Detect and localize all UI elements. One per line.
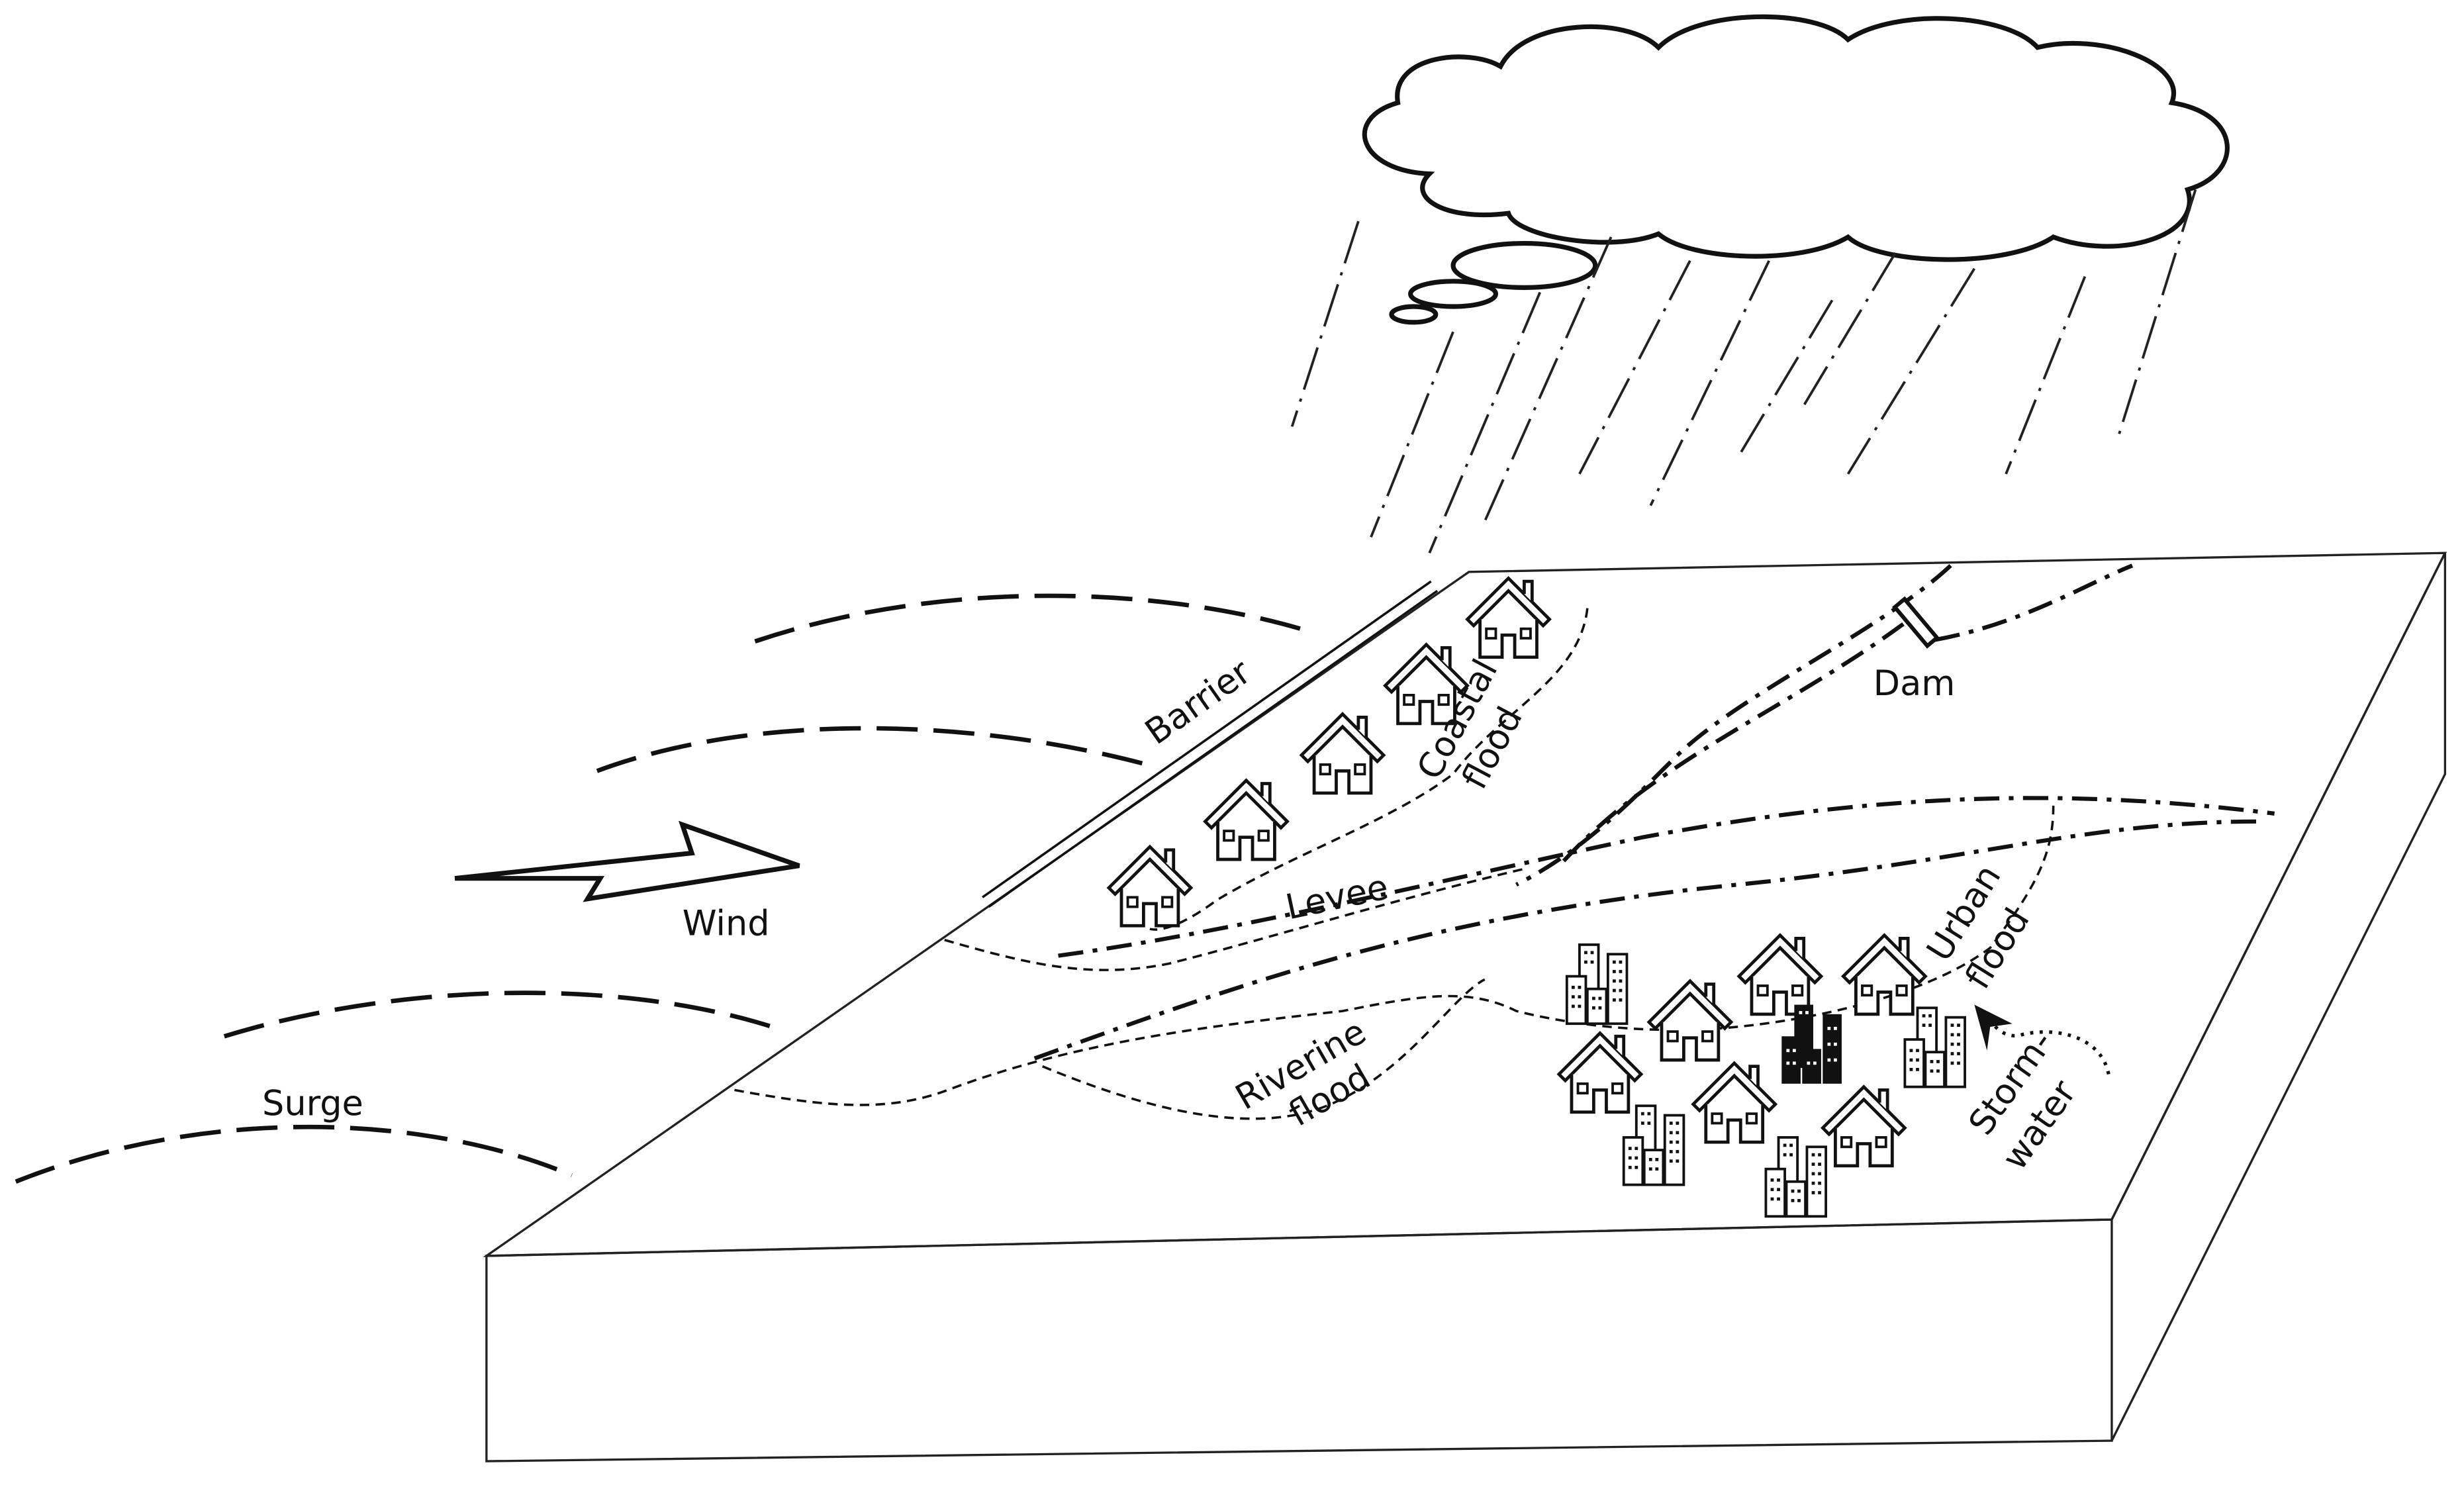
building-icon <box>1903 1006 1966 1088</box>
label-urban-flood: Urban flood <box>1917 848 2055 996</box>
label-riverine-flood: Riverine flood <box>1229 1006 1403 1153</box>
building-icon <box>1622 1104 1685 1186</box>
building-dark-icon <box>1781 1004 1842 1084</box>
house-icon <box>1559 1033 1641 1112</box>
label-dam: Dam <box>1873 663 1956 704</box>
label-stormwater: Storm- water <box>1956 1014 2107 1177</box>
house-icon <box>1205 781 1287 859</box>
label-surge: Surge <box>262 1084 363 1124</box>
house-icon <box>1843 935 1925 1014</box>
wind-arrow-icon <box>454 820 800 902</box>
building-icon <box>1565 943 1629 1026</box>
label-coastal-flood: Coastal flood <box>1409 643 1550 806</box>
stormwater-arrow-icon <box>1974 1004 2110 1075</box>
barrier-wall <box>981 580 1439 908</box>
urban-area <box>1559 935 1966 1218</box>
house-icon <box>1823 1087 1905 1166</box>
label-wind: Wind <box>683 904 770 944</box>
house-icon <box>1302 714 1384 793</box>
flood-extent-lines <box>734 608 2055 1120</box>
building-icon <box>1764 1136 1828 1218</box>
house-icon <box>1109 847 1191 926</box>
dam-icon <box>1892 596 1940 649</box>
label-barrier: Barrier <box>1138 651 1258 753</box>
house-icon <box>1693 1063 1776 1142</box>
rain-lines <box>1290 189 2197 553</box>
house-icon <box>1649 981 1731 1060</box>
storm-cloud-icon <box>1362 14 2230 325</box>
river-lines <box>1033 563 2275 1061</box>
surge-waves <box>15 593 1312 1184</box>
house-icon <box>1739 935 1821 1014</box>
